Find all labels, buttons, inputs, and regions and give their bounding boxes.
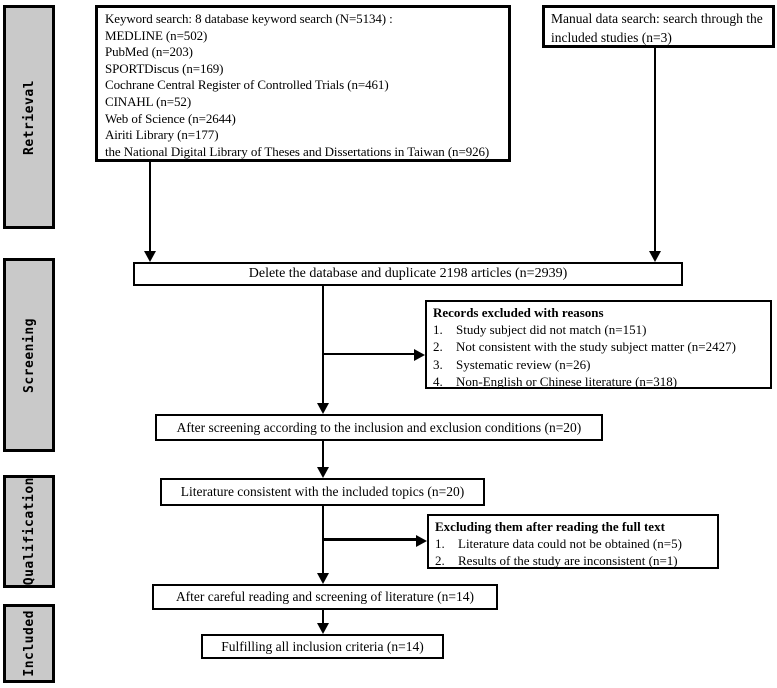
stage-box-retrieval: Retrieval: [3, 5, 55, 229]
connector-branch-records-excluded: [323, 352, 415, 355]
stage-label-retrieval: Retrieval: [21, 79, 37, 155]
delete-duplicates-text: Delete the database and duplicate 2198 a…: [248, 266, 568, 281]
arrowhead-branch-records-excluded: [414, 349, 425, 361]
arrowhead-delete-to-screening: [316, 403, 329, 414]
keyword-search-box: Keyword search: 8 database keyword searc…: [95, 5, 511, 162]
manual-search-box: Manual data search: search through the i…: [542, 5, 775, 48]
db-medline: MEDLINE (n=502): [105, 27, 208, 43]
after-screening-text: After screening according to the inclusi…: [176, 419, 582, 435]
connector-careful-to-fulfilling: [321, 609, 324, 624]
arrowhead-screening-to-literature: [316, 467, 329, 478]
db-airiti: Airiti Library (n=177): [105, 127, 219, 143]
arrowhead-literature-to-careful: [316, 573, 329, 584]
connector-keyword-to-delete: [148, 161, 151, 252]
records-excluded-item: Systematic review (n=26): [456, 356, 591, 372]
fulfilling-criteria-text: Fulfilling all inclusion criteria (n=14): [221, 638, 424, 654]
stage-box-screening: Screening: [3, 258, 55, 452]
connector-screening-to-literature: [321, 440, 324, 468]
connector-delete-to-screening: [321, 284, 324, 404]
careful-reading-text: After careful reading and screening of l…: [175, 589, 475, 604]
excluding-fulltext-box: Excluding them after reading the full te…: [427, 514, 719, 569]
db-web-of-science: Web of Science (n=2644): [105, 110, 236, 126]
arrowhead-keyword-to-delete: [143, 251, 156, 262]
stage-box-included: Included: [3, 604, 55, 683]
records-excluded-box: Records excluded with reasons Study subj…: [425, 300, 772, 389]
manual-search-text: Manual data search: search through the i…: [551, 11, 763, 45]
records-excluded-list: Study subject did not match (n=151) Not …: [433, 321, 765, 390]
after-screening-box: After screening according to the inclusi…: [155, 414, 603, 441]
stage-box-qualification: Qualification: [3, 475, 55, 588]
records-excluded-item: Non-English or Chinese literature (n=318…: [456, 373, 678, 389]
arrowhead-manual-to-delete: [648, 251, 661, 262]
arrowhead-branch-excluding: [416, 534, 427, 547]
db-cochrane: Cochrane Central Register of Controlled …: [105, 77, 389, 93]
arrowhead-careful-to-fulfilling: [316, 623, 329, 634]
stage-label-screening: Screening: [21, 317, 37, 393]
stage-label-qualification: Qualification: [21, 477, 37, 586]
delete-duplicates-box: Delete the database and duplicate 2198 a…: [133, 262, 683, 286]
keyword-search-title: Keyword search: 8 database keyword searc…: [105, 11, 393, 26]
fulfilling-criteria-box: Fulfilling all inclusion criteria (n=14): [201, 634, 444, 659]
literature-consistent-text: Literature consistent with the included …: [180, 484, 465, 499]
excluding-fulltext-list: Literature data could not be obtained (n…: [435, 535, 712, 569]
excluding-fulltext-item: Literature data could not be obtained (n…: [458, 536, 682, 552]
connector-literature-to-careful: [321, 505, 324, 574]
excluding-fulltext-item: Results of the study are inconsistent (n…: [458, 553, 678, 569]
records-excluded-item: Study subject did not match (n=151): [456, 322, 647, 338]
connector-manual-to-delete: [653, 47, 656, 252]
db-ndltd-taiwan: the National Digital Library of Theses a…: [105, 143, 490, 159]
connector-branch-excluding: [323, 538, 417, 541]
records-excluded-title: Records excluded with reasons: [433, 305, 604, 320]
literature-consistent-box: Literature consistent with the included …: [160, 478, 485, 506]
careful-reading-box: After careful reading and screening of l…: [152, 584, 498, 610]
records-excluded-item: Not consistent with the study subject ma…: [456, 339, 736, 355]
db-pubmed: PubMed (n=203): [105, 44, 193, 60]
db-cinahl: CINAHL (n=52): [105, 93, 192, 109]
excluding-fulltext-title: Excluding them after reading the full te…: [435, 519, 665, 534]
db-sportdiscus: SPORTDiscus (n=169): [105, 60, 224, 76]
stage-label-included: Included: [21, 610, 37, 677]
